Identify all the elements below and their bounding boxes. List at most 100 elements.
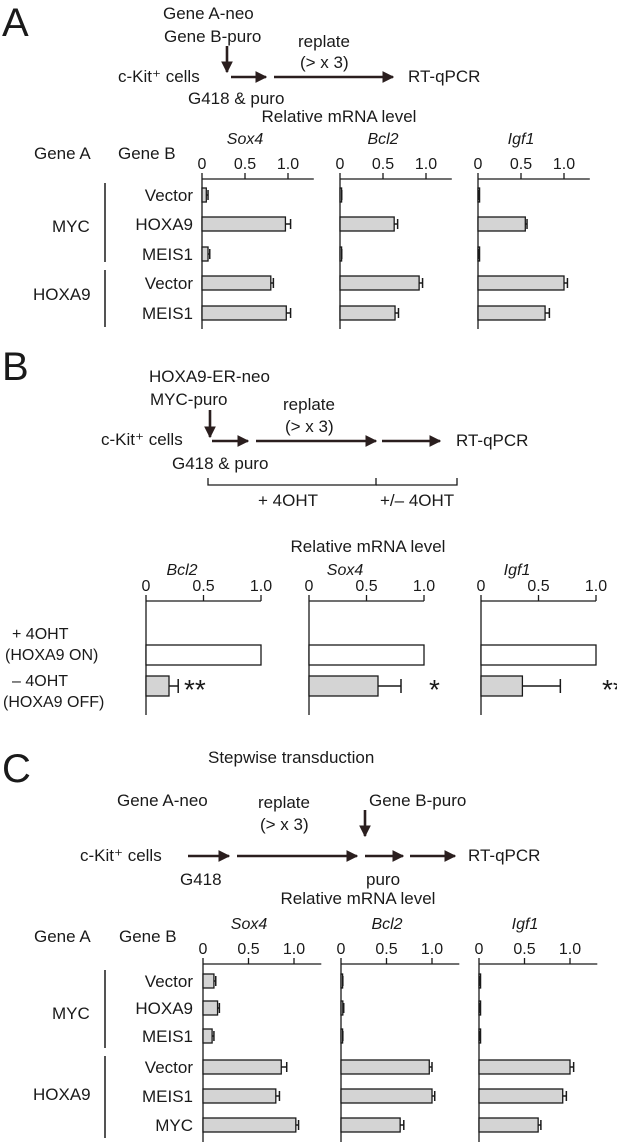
bar	[201, 216, 287, 232]
x-tick-label: 1.0	[421, 941, 443, 958]
bar	[340, 1088, 433, 1104]
scheme-replate-times: (> x 3)	[260, 815, 309, 834]
scheme-selection: G418 & puro	[172, 454, 268, 473]
x-tick-label: 0.5	[237, 941, 259, 958]
panel-a-letter: A	[2, 1, 29, 45]
panel-a: A Gene A-neo Gene B-puro c-Kit⁺ cells re…	[2, 1, 590, 329]
x-tick-label: 1.0	[277, 156, 299, 173]
facet-title: Igf1	[512, 916, 539, 933]
row-label: Vector	[145, 186, 194, 205]
row-label-on-1: + 4OHT	[12, 626, 69, 643]
x-tick-label: 0.5	[372, 156, 394, 173]
scheme-replate: replate	[258, 793, 310, 812]
bar	[480, 644, 597, 666]
bar	[201, 246, 209, 262]
bar	[201, 275, 272, 291]
col-header-gene-a: Gene A	[34, 144, 91, 163]
bar	[480, 675, 524, 697]
panel-c: C Stepwise transduction Gene A-neo repla…	[2, 747, 598, 1142]
x-tick-label: 0	[477, 578, 486, 595]
facet-title: Sox4	[231, 916, 268, 933]
bar	[478, 1059, 571, 1075]
x-tick-label: 0.5	[513, 941, 535, 958]
panel-b: B HOXA9-ER-neo MYC-puro c-Kit⁺ cells rep…	[2, 345, 617, 715]
panel-b-letter: B	[2, 345, 29, 389]
x-tick-label: 0	[198, 156, 207, 173]
bar	[201, 305, 287, 321]
bar	[202, 1000, 219, 1016]
row-label: Vector	[145, 274, 194, 293]
x-tick-label: 1.0	[585, 578, 607, 595]
bar	[201, 187, 207, 203]
significance-mark: **	[602, 674, 617, 705]
group-label-myc: MYC	[52, 217, 90, 236]
scheme-cells: c-Kit⁺ cells	[118, 67, 200, 86]
scheme-replate: replate	[283, 395, 335, 414]
row-label: Vector	[145, 1058, 194, 1077]
row-label-off-1: – 4OHT	[12, 673, 68, 690]
scheme-replate: replate	[298, 32, 350, 51]
scheme-readout: RT-qPCR	[408, 67, 480, 86]
bar	[339, 216, 395, 232]
panel-c-scheme: Gene A-neo replate (> x 3) Gene B-puro c…	[80, 791, 540, 889]
phase-bracket-2	[376, 478, 458, 486]
col-header-gene-a: Gene A	[34, 927, 91, 946]
panel-c-title: Stepwise transduction	[208, 748, 374, 767]
x-tick-label: 0.5	[375, 941, 397, 958]
group-label-myc: MYC	[52, 1004, 90, 1023]
bar	[202, 973, 215, 989]
scheme-readout: RT-qPCR	[468, 846, 540, 865]
scheme-replate-times: (> x 3)	[300, 53, 349, 72]
bar	[339, 275, 420, 291]
panel-b-scheme: HOXA9-ER-neo MYC-puro c-Kit⁺ cells repla…	[101, 367, 528, 510]
phase-label-2: +/– 4OHT	[380, 491, 454, 510]
x-tick-label: 0.5	[510, 156, 532, 173]
bar	[478, 1117, 539, 1133]
scheme-construct-2: MYC-puro	[150, 390, 227, 409]
x-tick-label: 1.0	[250, 578, 272, 595]
scheme-readout: RT-qPCR	[456, 431, 528, 450]
x-tick-label: 0	[199, 941, 208, 958]
facet-title: Sox4	[327, 562, 364, 579]
phase-bracket-1	[207, 478, 377, 486]
x-tick-label: 1.0	[559, 941, 581, 958]
bar	[308, 644, 425, 666]
bar	[339, 305, 396, 321]
bar	[145, 675, 170, 697]
axis-title: Relative mRNA level	[281, 889, 436, 908]
bar	[340, 1000, 344, 1016]
scheme-select-a: G418	[180, 870, 222, 889]
x-tick-label: 1.0	[283, 941, 305, 958]
col-header-gene-b: Gene B	[119, 927, 177, 946]
facet-title: Sox4	[227, 131, 264, 148]
scheme-gene-a: Gene A-neo	[163, 4, 254, 23]
row-label: MEIS1	[142, 304, 193, 323]
scheme-selection: G418 & puro	[188, 89, 284, 108]
axis-title: Relative mRNA level	[291, 537, 446, 556]
group-label-hoxa9: HOXA9	[33, 285, 91, 304]
row-label: MEIS1	[142, 1087, 193, 1106]
bar	[145, 644, 262, 666]
bar	[477, 216, 526, 232]
x-tick-label: 0	[142, 578, 151, 595]
bar	[202, 1088, 277, 1104]
significance-mark: **	[184, 674, 206, 705]
x-tick-label: 0	[336, 156, 345, 173]
bar	[477, 275, 565, 291]
panel-a-scheme: Gene A-neo Gene B-puro c-Kit⁺ cells repl…	[118, 4, 480, 108]
x-tick-label: 0.5	[192, 578, 214, 595]
row-label-off-2: (HOXA9 OFF)	[3, 694, 104, 711]
x-tick-label: 1.0	[415, 156, 437, 173]
scheme-cells: c-Kit⁺ cells	[101, 430, 183, 449]
x-tick-label: 0	[337, 941, 346, 958]
bar	[202, 1059, 282, 1075]
